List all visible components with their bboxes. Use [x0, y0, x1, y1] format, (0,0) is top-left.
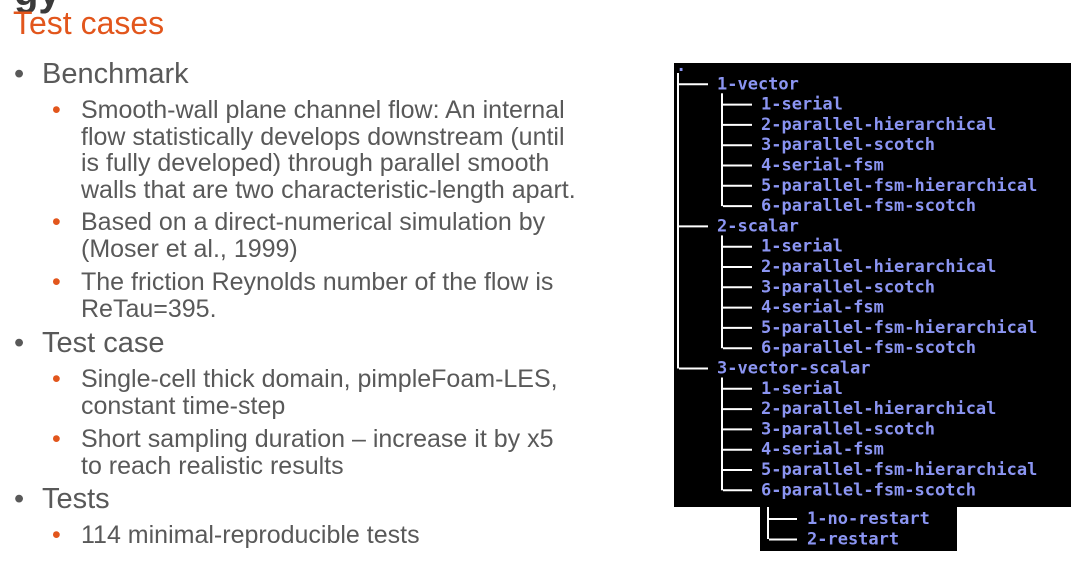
tree-folder: 4-serial-fsm: [761, 440, 884, 460]
bullet-dot: •: [52, 425, 61, 453]
tree-folder: 5-parallel-fsm-hierarchical: [761, 460, 1037, 480]
tree-folder: 4-serial-fsm: [761, 156, 884, 176]
directory-tree: .1-vector1-serial2-parallel-hierarchical…: [676, 56, 1037, 500]
bullet-dot: •: [14, 327, 25, 359]
tree-folder: 2-parallel-hierarchical: [761, 257, 996, 277]
bullet-line: flow statistically develops downstream (…: [81, 122, 565, 151]
bullet-line: Based on a direct-numerical simulation b…: [81, 208, 546, 236]
bullet-line: 114 minimal-reproducible tests: [81, 521, 420, 549]
bullet-dot: •: [52, 521, 61, 549]
tree-folder: 4-serial-fsm: [761, 298, 884, 318]
bullet-line: (Moser et al., 1999): [81, 234, 298, 263]
bullet-heading: Test case: [42, 327, 165, 359]
bullet-dot: •: [52, 208, 61, 236]
tree-folder: 1-serial: [761, 379, 843, 399]
tree-folder: 3-parallel-scotch: [761, 419, 935, 439]
tree-folder: 1-serial: [761, 237, 843, 257]
tree-folder: 5-parallel-fsm-hierarchical: [761, 176, 1037, 196]
bullet-line: Single-cell thick domain, pimpleFoam-LES…: [81, 365, 558, 393]
tree-folder: 3-parallel-scotch: [761, 135, 935, 155]
tree-folder: 2-restart: [807, 530, 899, 550]
bullet-line: to reach realistic results: [81, 451, 344, 480]
bullet-dot: •: [14, 58, 25, 90]
bullet-heading: Benchmark: [42, 58, 189, 90]
bullet-dot: •: [52, 268, 61, 296]
bullet-dot: •: [14, 483, 25, 515]
tree-folder: 5-parallel-fsm-hierarchical: [761, 318, 1037, 338]
bullet-dot: •: [52, 365, 61, 393]
tree-root: .: [676, 63, 686, 76]
slide-subtitle: Test cases: [13, 5, 165, 41]
tree-folder: 2-parallel-hierarchical: [761, 115, 996, 135]
tree-folder: 1-vector: [717, 74, 799, 94]
tree-folder: 6-parallel-fsm-scotch: [761, 338, 976, 358]
bullet-heading: Tests: [42, 483, 110, 515]
slide-title-fragment: gy: [14, 0, 61, 15]
tree-folder: 1-no-restart: [807, 509, 930, 529]
bullet-line: is fully developed) through parallel smo…: [81, 149, 550, 177]
tree-folder: 6-parallel-fsm-scotch: [761, 196, 976, 216]
tree-folder: 3-vector-scalar: [717, 359, 871, 379]
tree-folder: 2-parallel-hierarchical: [761, 399, 996, 419]
tree-folder: 1-serial: [761, 95, 843, 115]
tree-folder: 6-parallel-fsm-scotch: [761, 480, 976, 500]
bullet-line: The friction Reynolds number of the flow…: [81, 268, 554, 296]
bullet-line: Smooth-wall plane channel flow: An inter…: [81, 96, 565, 124]
bullet-line: Short sampling duration – increase it by…: [81, 425, 554, 453]
bullet-line: walls that are two characteristic-length…: [81, 175, 576, 204]
bullet-line: constant time-step: [81, 391, 286, 420]
bullet-dot: •: [52, 96, 61, 124]
tree-folder: 2-scalar: [717, 216, 799, 236]
bullet-line: ReTau=395.: [81, 294, 217, 323]
tree-folder: 3-parallel-scotch: [761, 277, 935, 297]
